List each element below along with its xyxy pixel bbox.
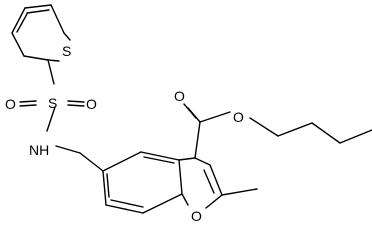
ester-oxygen-label: O (233, 109, 244, 125)
sulfonyl-oxygen-left-label: O (5, 96, 16, 112)
amine-label: NH (29, 142, 49, 158)
methyl-group (221, 188, 258, 196)
carbonyl-oxygen-label: O (174, 88, 185, 104)
chemical-structure: S S O O NH O O O (5, 4, 372, 224)
butyl-chain (249, 117, 372, 144)
sulfonyl-sulfur-label: S (48, 95, 57, 111)
benzene-ring (102, 151, 183, 214)
sulfonyl-group (19, 59, 85, 132)
amine-linker (55, 145, 104, 172)
thiophene-sulfur-label: S (62, 43, 71, 59)
thiophene-ring (11, 4, 71, 62)
ester-group (183, 103, 231, 159)
furan-ring (178, 157, 223, 209)
furan-oxygen-label: O (191, 208, 202, 224)
sulfonyl-oxygen-right-label: O (86, 96, 97, 112)
